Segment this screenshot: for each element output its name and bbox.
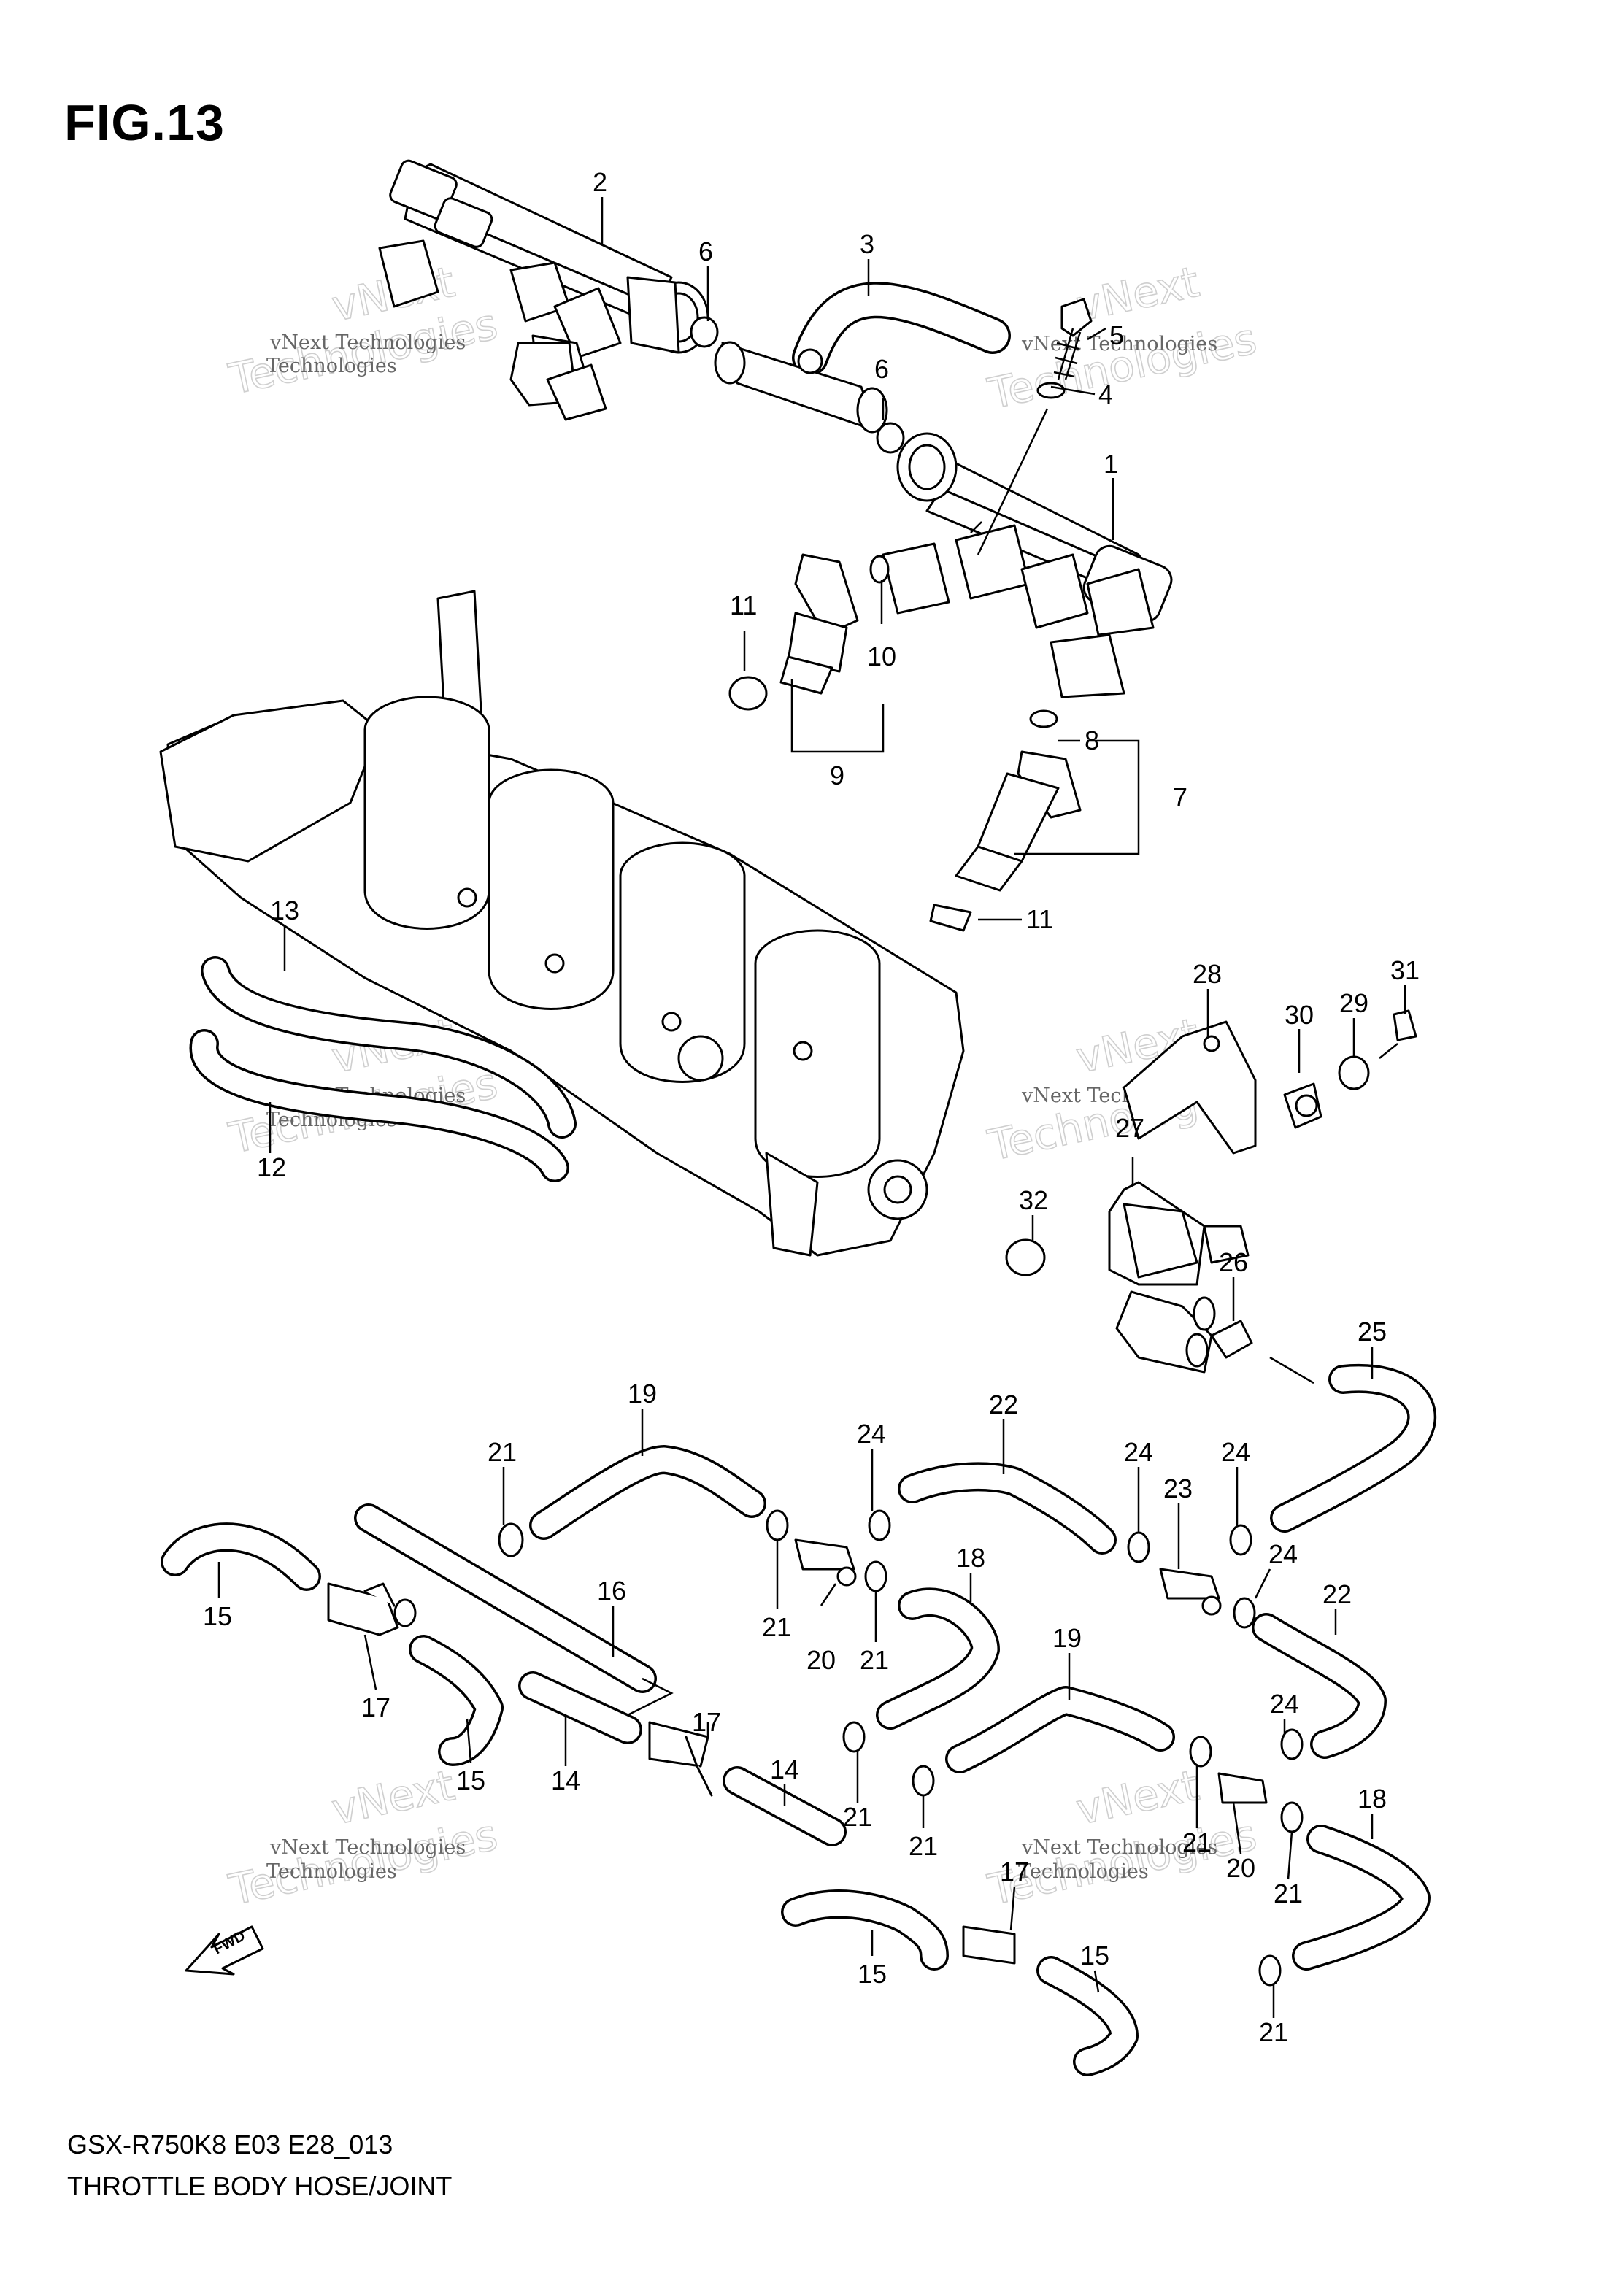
o-ring-6b (876, 422, 905, 454)
callout-15a: 15 (203, 1601, 232, 1631)
hose-25 (1269, 1356, 1437, 1533)
callout-11b: 11 (1026, 904, 1053, 934)
callout-13: 13 (270, 895, 299, 925)
o-ring-10 (869, 555, 890, 584)
watermark-small-5b: Technologies (266, 1860, 397, 1883)
injector-9 (728, 553, 890, 711)
callout-2: 2 (593, 167, 607, 197)
diagram-caption: THROTTLE BODY HOSE/JOINT (67, 2171, 453, 2201)
throttle-body-assembly (159, 590, 965, 1257)
callout-8: 8 (1085, 725, 1099, 755)
callout-17c: 17 (1000, 1857, 1029, 1887)
cushion-11a (728, 676, 768, 711)
callout-29: 29 (1339, 988, 1368, 1018)
fuel-rail-1 (882, 432, 1173, 698)
o-ring-6a (690, 316, 719, 348)
callout-6a: 6 (698, 236, 713, 266)
callout-21d: 21 (843, 1802, 872, 1832)
hose-16 (354, 1503, 674, 1717)
callout-28: 28 (1193, 959, 1222, 989)
callout-24d: 24 (1268, 1539, 1298, 1569)
solenoid-valve-27 (1005, 1181, 1253, 1374)
fwd-arrow-icon: FWD (185, 1925, 264, 1976)
hose-row-lower (518, 1587, 1431, 2076)
callout-21h: 21 (1259, 2017, 1288, 2047)
callout-19b: 19 (1052, 1623, 1082, 1653)
callout-14b: 14 (770, 1754, 799, 1784)
callout-24a: 24 (857, 1419, 886, 1449)
callout-17b: 17 (692, 1707, 721, 1737)
callout-17a: 17 (361, 1692, 390, 1722)
callout-3: 3 (860, 229, 874, 259)
callout-22a: 22 (989, 1390, 1018, 1419)
nut-32 (1005, 1238, 1046, 1276)
callout-19a: 19 (628, 1379, 657, 1409)
bracket-28-group (1123, 1009, 1417, 1155)
clamp-26 (1210, 1320, 1253, 1359)
bolt-5-washer-4 (977, 298, 1093, 555)
clips-21-24 (498, 1509, 1304, 1987)
callout-14a: 14 (551, 1765, 580, 1795)
watermark-small-5: vNext Technologies (269, 1836, 466, 1859)
callout-12: 12 (257, 1152, 286, 1182)
callout-25: 25 (1358, 1317, 1387, 1347)
callout-26: 26 (1219, 1247, 1248, 1277)
hose-15-left (161, 1522, 504, 1766)
callout-31: 31 (1390, 955, 1420, 985)
cushion-11b (929, 904, 972, 932)
callout-30: 30 (1285, 1000, 1314, 1030)
callout-27: 27 (1115, 1113, 1144, 1143)
fuel-feed-pipe-3 (690, 282, 1011, 454)
callout-16: 16 (597, 1576, 626, 1606)
fuel-rail-2 (378, 159, 709, 421)
watermark-small-1: vNext Technologies (269, 331, 466, 354)
callout-18b: 18 (1358, 1784, 1387, 1814)
callout-20b: 20 (1226, 1853, 1255, 1883)
model-code: GSX-R750K8 E03 E28_013 (67, 2130, 393, 2160)
callout-11a: 11 (730, 590, 757, 620)
callout-6b: 6 (874, 354, 889, 384)
callout-15c: 15 (858, 1959, 887, 1989)
watermark-small-6b: Technologies (1018, 1860, 1149, 1883)
leader-lines (217, 197, 1406, 2018)
callout-18a: 18 (956, 1543, 985, 1573)
callout-21b: 21 (762, 1612, 791, 1642)
callout-21f: 21 (1182, 1827, 1212, 1857)
watermark-small-2: vNext Technologies (1021, 333, 1217, 355)
callout-24c: 24 (1221, 1437, 1250, 1467)
hose-13-12 (189, 956, 577, 1182)
callout-21a: 21 (488, 1437, 517, 1467)
callout-21g: 21 (1274, 1879, 1303, 1908)
callout-21e: 21 (909, 1831, 938, 1861)
joints (327, 1538, 1268, 1965)
callout-21c: 21 (860, 1645, 889, 1675)
callout-22b: 22 (1322, 1579, 1352, 1609)
callout-15d: 15 (1080, 1941, 1109, 1971)
callout-20a: 20 (806, 1645, 836, 1675)
callout-1: 1 (1104, 449, 1118, 479)
figure-title: FIG.13 (64, 94, 225, 151)
callout-24b: 24 (1124, 1437, 1153, 1467)
callout-4: 4 (1098, 380, 1113, 409)
callout-15b: 15 (456, 1765, 485, 1795)
watermark-small-1b: Technologies (266, 355, 397, 377)
callout-7: 7 (1173, 782, 1187, 812)
callout-9: 9 (830, 760, 844, 790)
o-ring-8 (1029, 709, 1058, 728)
callouts: 2 6 3 5 4 6 1 11 10 9 8 7 11 13 12 28 30… (203, 167, 1420, 2047)
callout-10: 10 (867, 642, 896, 671)
watermark-small-6: vNext Technologies (1021, 1836, 1217, 1859)
hose-row-upper (529, 1445, 1117, 1555)
callout-24e: 24 (1270, 1689, 1299, 1719)
callout-23: 23 (1163, 1473, 1193, 1503)
injector-7 (929, 709, 1082, 932)
callout-32: 32 (1019, 1185, 1048, 1215)
callout-5: 5 (1109, 320, 1124, 350)
